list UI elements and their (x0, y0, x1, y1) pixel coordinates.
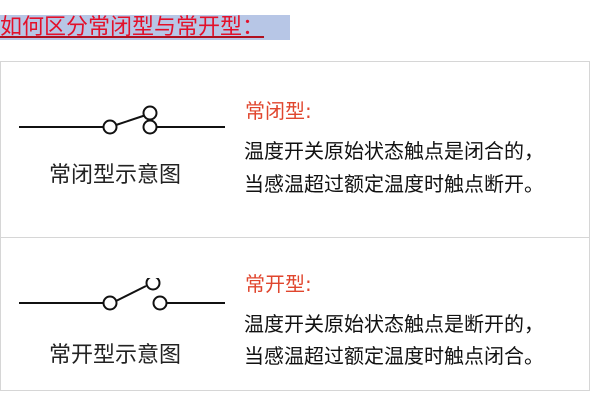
normally-closed-line-2: 当感温超过额定温度时触点断开。 (244, 172, 544, 196)
normally-open-line-1: 温度开关原始状态触点是断开的， (244, 312, 544, 336)
normally-closed-caption: 常闭型示意图 (49, 163, 182, 188)
normally-open-card: 常开型示意图 常开型: 温度开关原始状态触点是断开的， 当感温超过额定温度时触点… (0, 237, 590, 391)
normally-closed-heading: 常闭型: (245, 99, 312, 123)
normally-open-heading: 常开型: (245, 272, 312, 296)
normally-closed-line-1: 温度开关原始状态触点是闭合的， (244, 139, 544, 163)
normally-closed-card: 常闭型示意图 常闭型: 温度开关原始状态触点是闭合的， 当感温超过额定温度时触点… (0, 61, 590, 238)
title-highlight (0, 15, 290, 40)
normally-open-line-2: 当感温超过额定温度时触点闭合。 (244, 344, 544, 368)
normally-open-caption: 常开型示意图 (49, 343, 182, 368)
normally-closed-diagram: 常闭型示意图 (1, 62, 241, 237)
open-switch-symbol-icon (19, 278, 225, 311)
page-title: 如何区分常闭型与常开型： (0, 15, 265, 40)
closed-switch-symbol-icon (19, 105, 225, 135)
normally-open-diagram: 常开型示意图 (1, 238, 241, 390)
